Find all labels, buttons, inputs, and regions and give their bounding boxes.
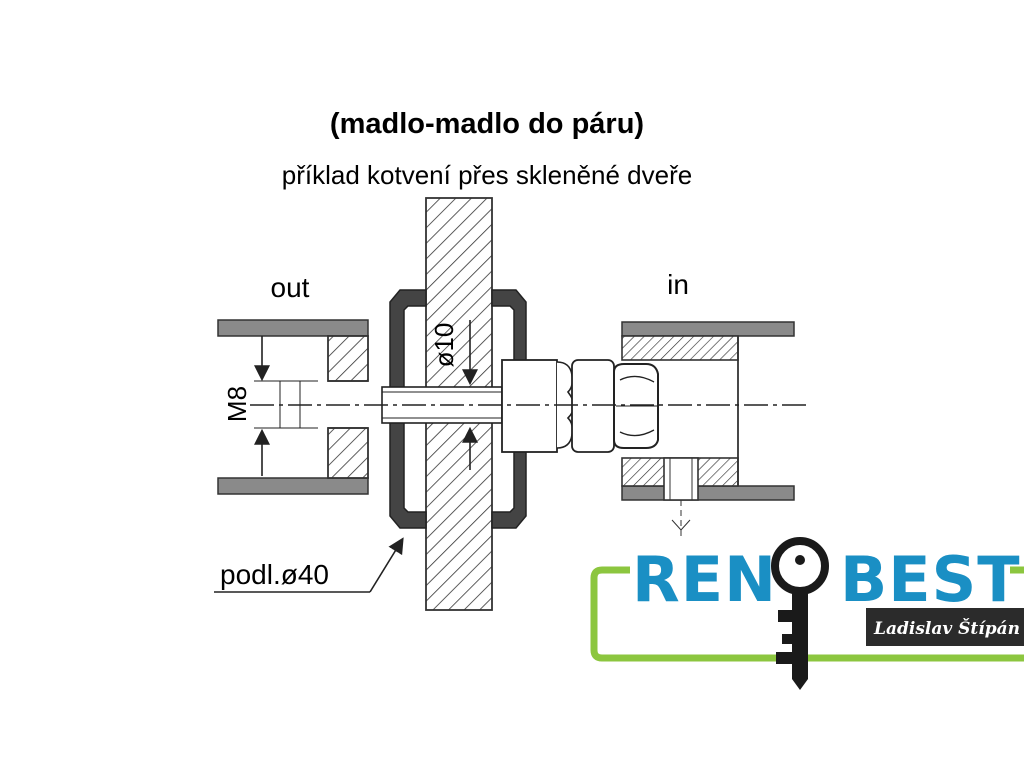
right-washer [491,289,527,529]
diagram-title: (madlo-madlo do páru) [330,108,644,140]
inner-handle [621,321,795,540]
renobest-logo: REN BEST Ladislav Štípán [590,537,1024,690]
washer-leader-arrow [369,537,404,593]
label-d10: ø10 [429,323,459,368]
logo-right-text: BEST [840,543,1021,616]
outer-handle-wall-top [217,319,369,337]
logo-tag-bg [866,608,1024,646]
spacer-sleeve [501,359,615,453]
label-washer: podl.ø40 [220,559,329,590]
logo-tagline: Ladislav Štípán [873,618,1020,639]
left-washer [389,289,427,529]
m8-dimension [254,336,318,476]
logo-left-text: REN [632,543,777,616]
key-icon [771,537,829,690]
outer-insert-top [327,335,369,382]
diagram-subtitle: příklad kotvení přes skleněné dveře [282,160,692,190]
outer-handle-wall-bottom [217,477,369,495]
inner-insert-top [621,335,739,361]
hex-nut [613,363,659,449]
label-out: out [271,272,310,303]
label-in: in [667,269,689,300]
logo-frame [590,566,1024,662]
inner-handle-wall-bottom [621,485,795,501]
outer-handle [217,319,369,495]
outer-insert-bottom [327,427,369,479]
inner-handle-wall-top [621,321,795,337]
label-m8: M8 [222,386,252,422]
set-screw [663,457,699,501]
